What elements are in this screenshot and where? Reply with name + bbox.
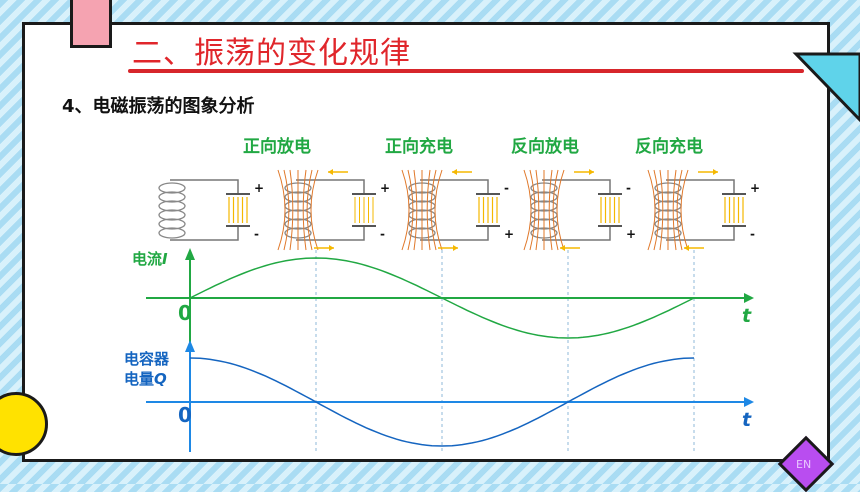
page-title: 二、振荡的变化规律 [132,36,411,71]
magnetic-field-line [556,169,565,251]
phase-label-1: 正向放电 [243,136,311,157]
magnetic-field-line [430,169,437,251]
current-ylabel: 电流I [132,250,168,268]
charge-ylabel-line1: 电容器 [124,350,170,368]
circuit-wire [170,179,239,241]
phase-label-3: 反向放电 [511,136,579,157]
current-arrowhead-top [328,169,333,175]
circuit-3: -+ [401,169,514,251]
coil-loop [158,209,186,221]
capacitor-top-sign: + [750,181,760,195]
circuit-wire [296,179,365,241]
capacitor-top-sign: - [626,181,631,195]
current-x-arrow [744,293,754,303]
magnetic-field-line [647,169,656,251]
capacitor-bottom-sign: + [504,227,514,241]
circuit-4: -+ [523,169,636,251]
coil-loop [158,227,186,239]
charge-x-arrow [744,397,754,407]
magnetic-field-line [552,169,559,251]
circuit-wire [666,179,735,241]
charge-xlabel: t [742,409,752,431]
magnetic-field-line [283,169,290,251]
phase-guides [315,250,695,452]
magnetic-field-line [672,169,677,251]
magnetic-field-line [310,169,319,251]
capacitor-top-sign: + [380,181,390,195]
magnetic-field-line [306,169,313,251]
pink-tab-decoration [70,0,112,48]
current-y-arrow [185,248,195,260]
magnetic-field-line [401,169,410,251]
current-curve [189,257,695,339]
coil-loop [158,200,186,212]
magnetic-field-line [529,169,536,251]
circuit-2: +- [277,169,390,251]
capacitor-bottom-sign: - [380,227,385,241]
coil-loop [158,191,186,203]
magnetic-field-line [548,169,553,251]
capacitor-top-sign: - [504,181,509,195]
magnetic-field-line [426,169,431,251]
capacitor-top-sign: + [254,181,264,195]
magnetic-field-line [680,169,689,251]
phase-label-4: 反向充电 [635,136,703,157]
corner-triangle-decoration [792,52,860,123]
magnetic-field-line [535,169,540,251]
current-arrowhead-top [713,169,718,175]
phase-label-2: 正向充电 [385,136,453,157]
charge-y-arrow [185,340,195,352]
magnetic-field-line [434,169,443,251]
magnetic-field-line [407,169,414,251]
current-arrowhead-bottom [560,245,565,251]
circuit-wire [542,179,611,241]
circuit-group: +-+--+-++- [158,169,760,251]
magnetic-field-line [413,169,418,251]
charge-curve [189,357,695,447]
capacitor-bottom-sign: - [750,227,755,241]
title-underline [128,69,804,73]
capacitor-bottom-sign: - [254,227,259,241]
current-xlabel: t [742,305,752,327]
charge-origin: 0 [178,403,192,427]
magnetic-field-line [302,169,307,251]
circuit-wire [420,179,489,241]
coil-loop [158,182,186,194]
circuit-5: +- [647,169,760,251]
corner-badge-text: EN [796,458,812,471]
magnetic-field-line [659,169,664,251]
current-arrowhead-top [589,169,594,175]
section-subtitle: 4、电磁振荡的图象分析 [62,96,255,117]
capacitor-bottom-sign: + [626,227,636,241]
current-origin: 0 [178,301,192,325]
current-arrowhead-bottom [684,245,689,251]
slide-card [22,22,830,462]
magnetic-field-line [289,169,294,251]
coil-loop [158,218,186,230]
magnetic-field-line [653,169,660,251]
current-arrowhead-top [452,169,457,175]
magnetic-field-line [523,169,532,251]
magnetic-field-line [676,169,683,251]
magnetic-field-line [277,169,286,251]
current-arrowhead-bottom [329,245,334,251]
circuit-1: +- [158,179,264,241]
current-arrowhead-bottom [453,245,458,251]
charge-ylabel-line2: 电量Q [124,370,167,388]
